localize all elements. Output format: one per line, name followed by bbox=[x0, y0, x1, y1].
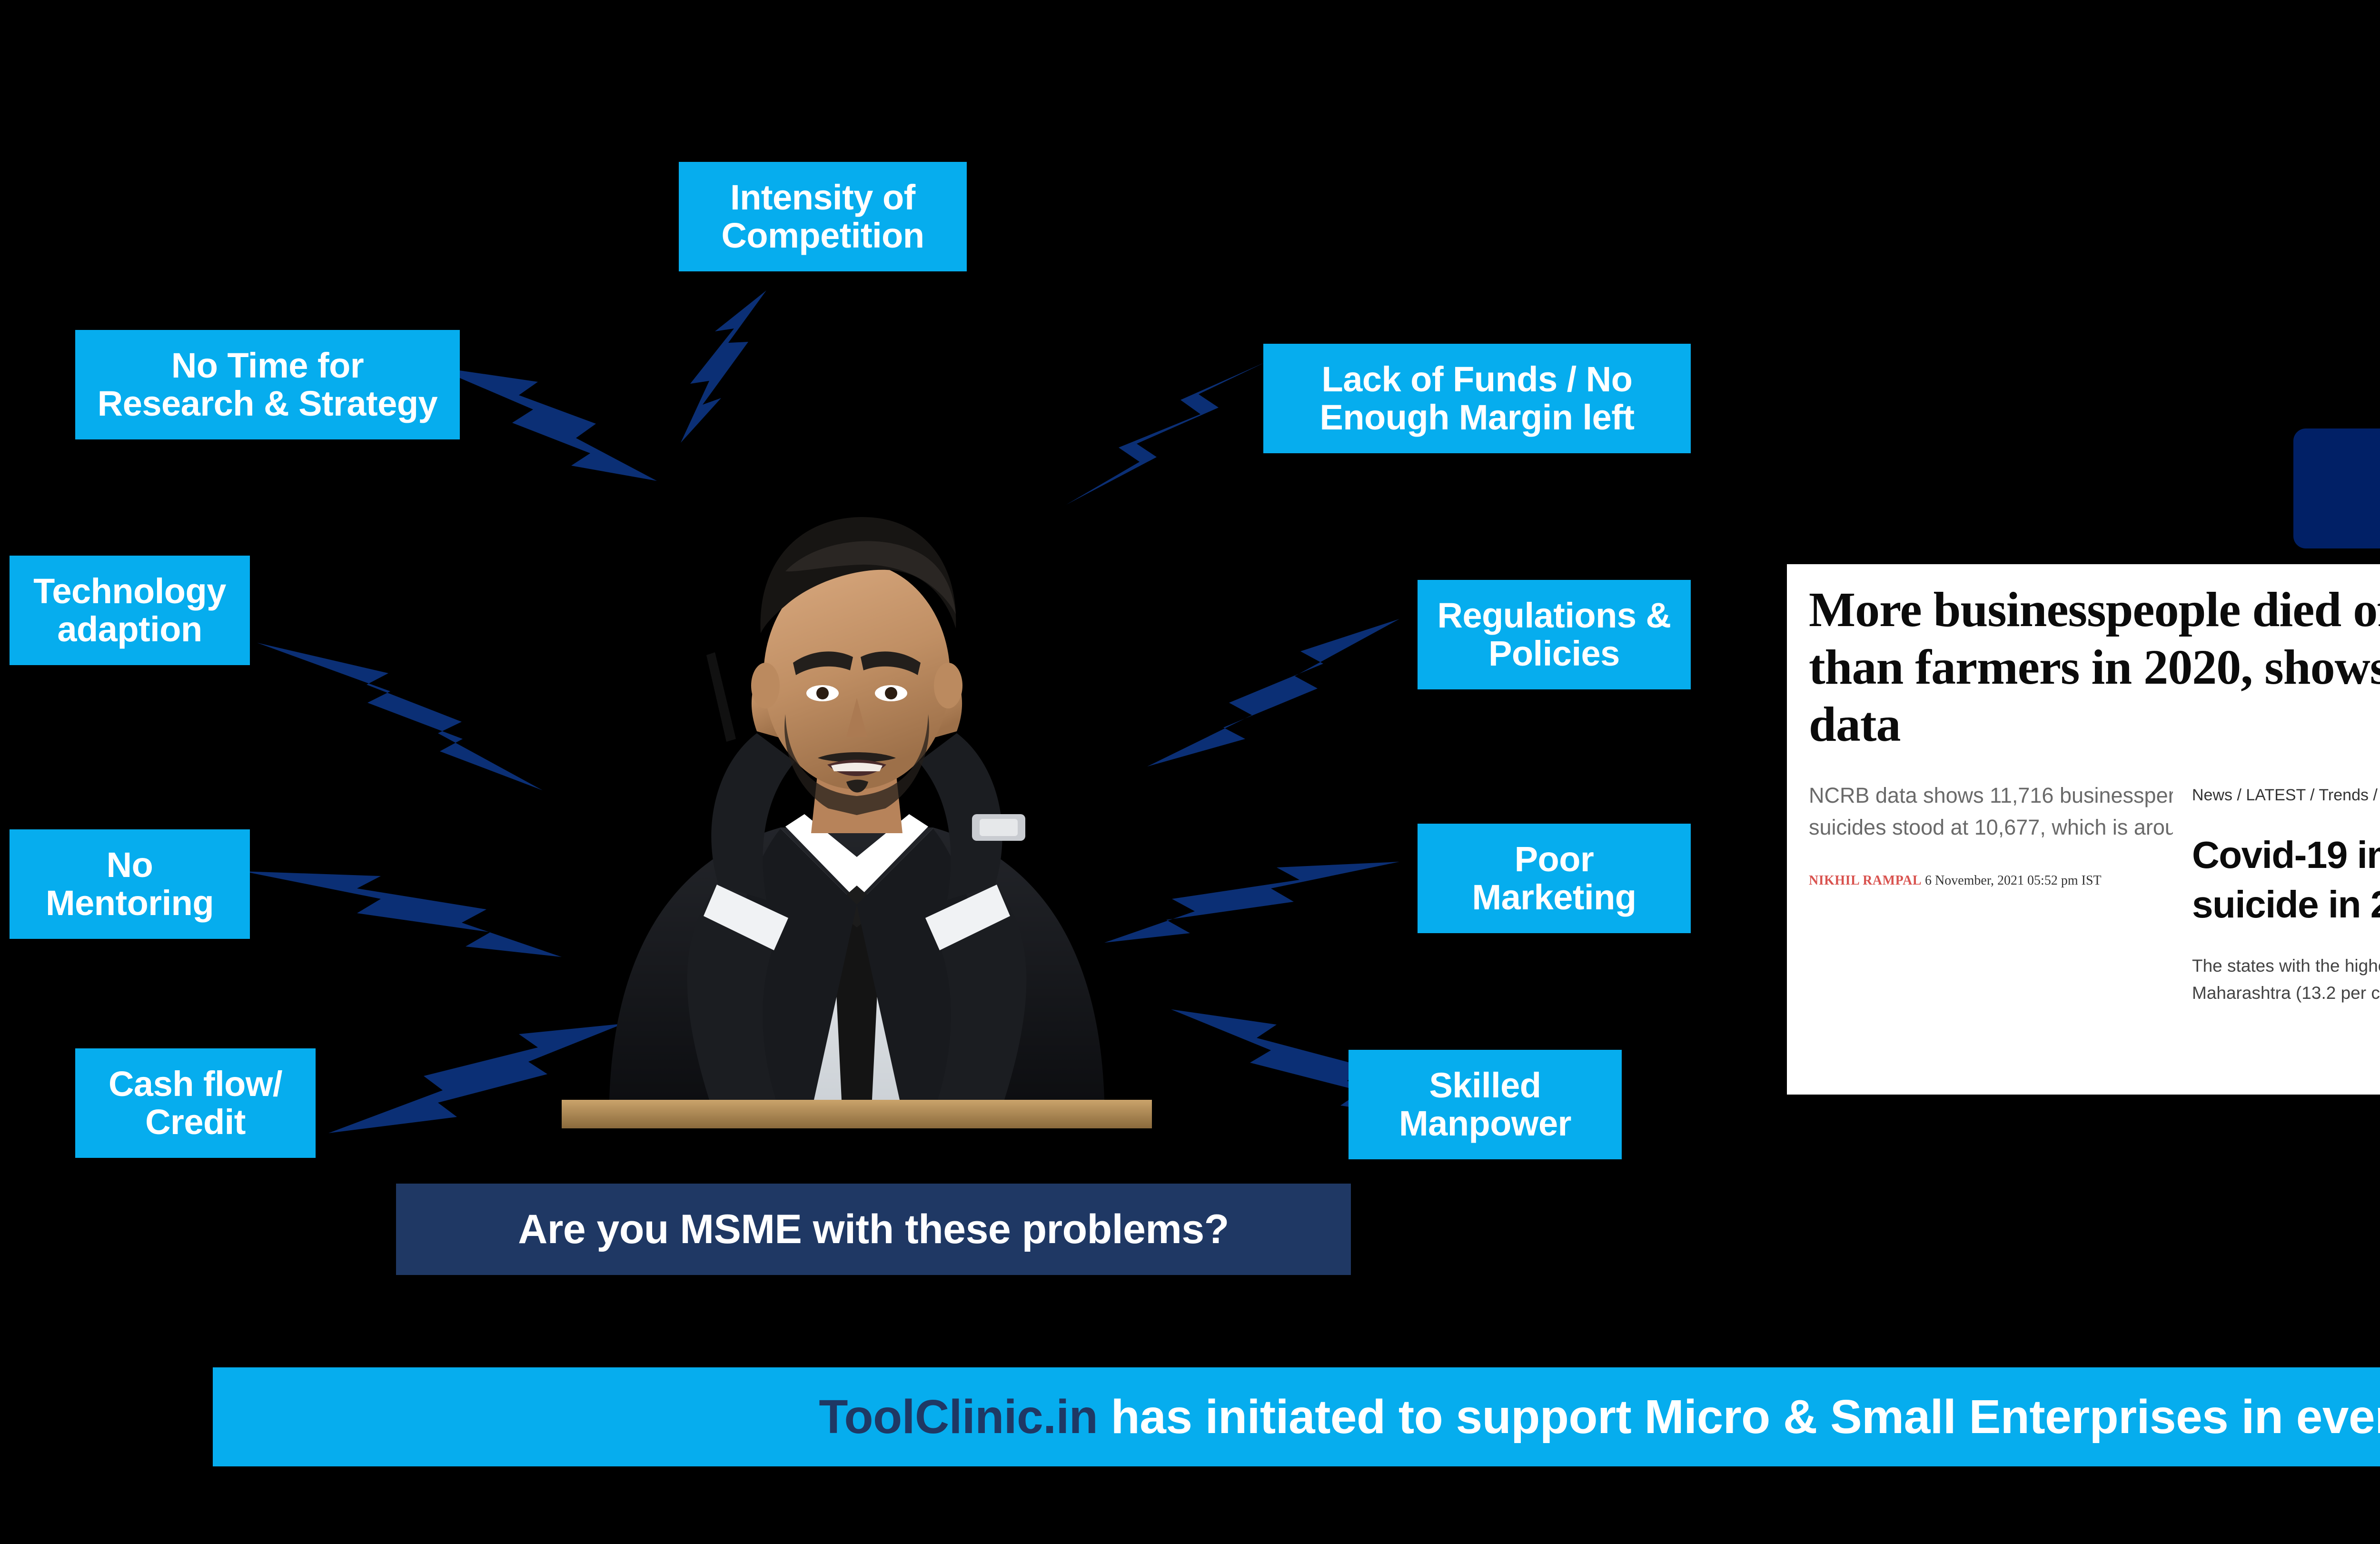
problem-label-line1: Poor bbox=[1514, 839, 1594, 879]
msme-question-caption: Are you MSME with these problems? bbox=[396, 1184, 1351, 1275]
clip2-standfirst: The states with the highest number of bu… bbox=[2192, 956, 2380, 1003]
problem-box-regulations-policies[interactable]: Regulations & Policies bbox=[1418, 580, 1691, 689]
problem-label-line1: No Time for bbox=[171, 346, 364, 386]
lightning-bolt-intensity bbox=[609, 286, 790, 448]
news-clipping-news18[interactable]: News / LATEST / Trends / Covid-19 impact… bbox=[2173, 774, 2380, 1078]
problem-box-no-time-for-research-strategy[interactable]: No Time for Research & Strategy bbox=[75, 330, 460, 439]
problem-box-cash-flow-credit[interactable]: Cash flow/ Credit bbox=[75, 1048, 316, 1158]
problem-label-line2: Research & Strategy bbox=[97, 384, 438, 423]
clip1-timestamp: 6 November, 2021 05:52 pm IST bbox=[1925, 873, 2102, 888]
problem-box-poor-marketing[interactable]: Poor Marketing bbox=[1418, 824, 1691, 933]
problem-label-line2: Enough Margin left bbox=[1319, 398, 1635, 437]
problem-box-skilled-manpower[interactable]: Skilled Manpower bbox=[1349, 1050, 1622, 1159]
problem-box-no-mentoring[interactable]: No Mentoring bbox=[10, 829, 250, 939]
clip2-headline: Covid-19 impact: More businessmen commit… bbox=[2192, 834, 2380, 926]
problem-label-line1: Technology bbox=[33, 571, 226, 611]
problem-box-lack-of-funds[interactable]: Lack of Funds / No Enough Margin left bbox=[1263, 344, 1691, 453]
problem-box-intensity-of-competition[interactable]: Intensity of Competition bbox=[679, 162, 967, 271]
problem-label-line2: Marketing bbox=[1472, 877, 1636, 917]
msme-question-text: Are you MSME with these problems? bbox=[518, 1206, 1229, 1252]
problem-label-line1: Skilled bbox=[1429, 1066, 1541, 1106]
toolclinic-cta-banner: ToolClinic.in has initiated to support M… bbox=[213, 1367, 2380, 1466]
problem-label-line2: Manpower bbox=[1399, 1104, 1571, 1143]
problem-label-line1: Intensity of bbox=[730, 178, 915, 218]
toolclinic-cta-line: ToolClinic.in has initiated to support M… bbox=[819, 1390, 2380, 1444]
clip1-byline: NIKHIL RAMPAL 6 November, 2021 05:52 pm … bbox=[1809, 873, 2380, 888]
problem-box-technology-adaption[interactable]: Technology adaption bbox=[10, 556, 250, 665]
problem-label-line2: Mentoring bbox=[45, 883, 214, 923]
problem-label-line2: Credit bbox=[145, 1102, 246, 1142]
problem-label-line2: Competition bbox=[721, 216, 924, 255]
problem-label-line1: Cash flow/ bbox=[108, 1064, 283, 1104]
problem-label-line2: Policies bbox=[1488, 634, 1620, 673]
toolclinic-cta-rest: has initiated to support Micro & Small E… bbox=[1111, 1390, 2380, 1444]
problem-label-line1: No bbox=[106, 845, 153, 885]
problem-label-line2: adaption bbox=[57, 609, 202, 649]
but-we-are-ignored-banner: BUT WE ARE IGNORED bbox=[2293, 428, 2380, 548]
stressed-businessman-photo bbox=[452, 428, 1261, 1143]
clip2-breadcrumb[interactable]: News / LATEST / Trends / Covid-19 impact… bbox=[2192, 786, 2380, 804]
problem-label-line1: Regulations & bbox=[1437, 596, 1671, 636]
problem-label-line1: Lack of Funds / No bbox=[1321, 359, 1633, 399]
clip1-author: NIKHIL RAMPAL bbox=[1809, 873, 1922, 888]
toolclinic-brand[interactable]: ToolClinic.in bbox=[819, 1390, 1098, 1444]
clip1-headline: More businesspeople died of suicide than… bbox=[1809, 582, 2380, 752]
